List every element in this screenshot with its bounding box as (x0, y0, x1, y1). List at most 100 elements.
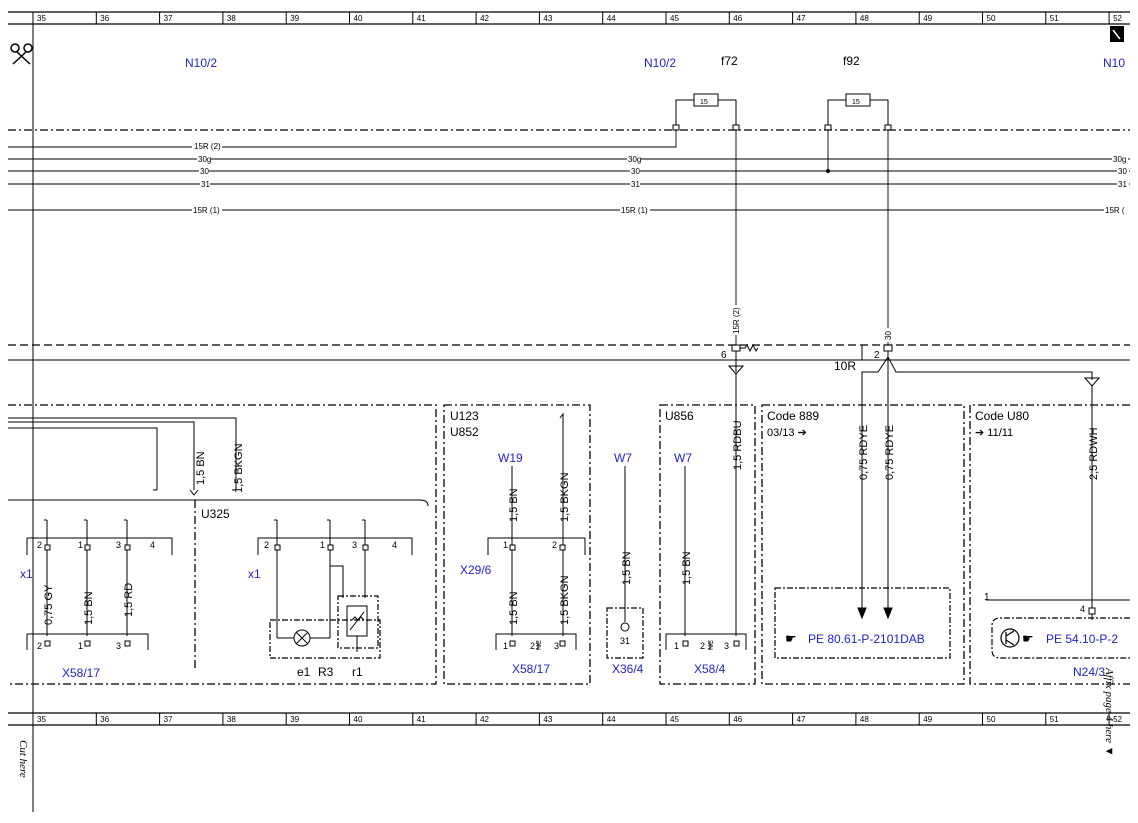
module-label-code889-ref[interactable]: 03/13 ➔ (767, 427, 807, 439)
top-ruler-column-number: 40 (354, 14, 363, 23)
bottom-ruler-column-number: 36 (100, 715, 109, 724)
bus-label-15r1-right: 15R ( (1105, 206, 1125, 215)
x1-u325-pin-1: 1 (320, 540, 325, 550)
connector-x1-u325 (257, 519, 413, 620)
top-ruler-column-number: 41 (417, 14, 426, 23)
wire-label-rd: 1,5 RD (123, 583, 135, 617)
code889-arrows (774, 587, 951, 659)
bottom-ruler-column-number: 47 (797, 715, 806, 724)
top-ruler-column-number: 51 (1050, 14, 1059, 23)
x58-17-mid-pin-2: 2 (530, 641, 535, 651)
x58-4-wires (665, 466, 747, 650)
x1-u325-pin-2: 2 (264, 540, 269, 550)
wire-label-bkgn-x29: 1,5 BKGN (559, 575, 571, 625)
module-label-u856: U856 (665, 409, 694, 423)
bottom-ruler-column-number: 43 (543, 715, 552, 724)
connector-6 (727, 343, 759, 566)
connector-label-x1-u325[interactable]: x1 (248, 567, 261, 581)
top-ruler-column-number: 45 (670, 14, 679, 23)
label-f72: f72 (721, 54, 738, 68)
x58-4-pin-1: 1 (674, 641, 679, 651)
pointer-hand-icon-2: ☛ (1022, 631, 1034, 646)
fuse-f92-value: 15 (852, 99, 860, 106)
u123-wires (487, 412, 586, 650)
wire-label-bkgn-u123: 1,5 BKGN (559, 472, 571, 522)
x58-17-mid-pin-3: 3 (554, 641, 559, 651)
bottom-ruler-column-number: 37 (164, 715, 173, 724)
bottom-ruler-column-number: 44 (607, 715, 616, 724)
pin-6: 6 (721, 350, 727, 361)
bottom-ruler-column-number: 39 (290, 715, 299, 724)
bus-label-30g-right: 30g (1113, 155, 1126, 164)
ground-label-w19[interactable]: W19 (498, 451, 523, 465)
wire-label-rdye-b: 0,75 RDYE (884, 425, 896, 480)
x58-17-left-pin-1: 1 (78, 641, 83, 651)
bus-label-31-right: 31 (1118, 180, 1127, 189)
ref-link-pe80[interactable]: PE 80.61-P-2101DAB (808, 632, 925, 646)
bottom-ruler-column-number: 51 (1050, 715, 1059, 724)
top-ruler-column-number: 35 (37, 14, 46, 23)
wire-label-bn-x29: 1,5 BN (508, 591, 520, 625)
connector-label-x36-4[interactable]: X36/4 (612, 662, 644, 676)
x58-17-mid-pin-1: 1 (503, 641, 508, 651)
bottom-ruler-column-number: 52 (1113, 715, 1122, 724)
label-n10-right[interactable]: N10 (1103, 56, 1125, 70)
connector-label-x58-17-left[interactable]: X58/17 (62, 666, 100, 680)
bottom-ruler-column-number: 50 (987, 715, 996, 724)
connector-label-x58-17-mid[interactable]: X58/17 (512, 662, 550, 676)
bottom-ruler (8, 712, 1130, 726)
wire-label-30: 30 (884, 331, 893, 340)
bus-label-30-left: 30 (200, 167, 209, 176)
x58-17-left-pin-2: 2 (37, 641, 42, 651)
pointer-hand-icon: ☛ (785, 631, 797, 646)
bus-lines (8, 130, 1130, 345)
bus-label-30-mid: 30 (631, 167, 640, 176)
fuse-terminals (672, 124, 892, 131)
module-label-u123: U123 (450, 409, 479, 423)
bottom-ruler-column-number: 38 (227, 715, 236, 724)
component-label-r1: r1 (352, 665, 363, 679)
x1-u325-pin-4: 4 (392, 540, 397, 550)
module-label-u325: U325 (201, 507, 230, 521)
connector-label-x58-4[interactable]: X58/4 (694, 662, 726, 676)
label-f92: f92 (843, 54, 860, 68)
label-n10-2-left[interactable]: N10/2 (185, 56, 217, 70)
bus-label-30-right: 30 (1118, 167, 1127, 176)
x36-4-pin-31: 31 (620, 636, 630, 646)
bus-label-15r2: 15R (2) (194, 142, 221, 151)
top-ruler-column-number: 37 (164, 14, 173, 23)
wire-label-gy: 0,75 GY (43, 584, 55, 625)
top-ruler-column-number: 49 (923, 14, 932, 23)
label-10r: 10R (834, 359, 856, 373)
top-ruler-column-number: 48 (860, 14, 869, 23)
fuse-f92 (827, 93, 889, 125)
ground-label-w7-b[interactable]: W7 (674, 451, 692, 465)
top-ruler-column-number: 44 (607, 14, 616, 23)
margin-cut-here: Cut here (17, 740, 29, 778)
wire-label-rdwh: 2,5 RDWH (1088, 427, 1100, 480)
codeu80-pin-1: 1 (984, 592, 990, 603)
component-label-r3: R3 (318, 665, 334, 679)
left-wires (8, 417, 429, 507)
wire-label-15r2: 15R (2) (732, 307, 741, 334)
top-ruler-column-number: 42 (480, 14, 489, 23)
label-n10-2-mid[interactable]: N10/2 (644, 56, 676, 70)
bus-label-30g-left: 30g (198, 155, 211, 164)
module-label-codeu80: Code U80 (975, 409, 1029, 423)
module-label-codeu80-ref[interactable]: ➔ 11/11 (975, 427, 1013, 439)
x58-17-left-pin-3: 3 (116, 641, 121, 651)
lamp-symbol-icon (276, 620, 331, 647)
x1-left-pin-3: 3 (116, 540, 121, 550)
component-label-n24-3[interactable]: N24/3 (1073, 665, 1105, 679)
bus-label-15r1-mid: 15R (1) (621, 206, 648, 215)
x1-left-pin-2: 2 (37, 540, 42, 550)
x1-left-pin-1: 1 (78, 540, 83, 550)
ground-label-w7-a[interactable]: W7 (614, 451, 632, 465)
connector-label-x1-left[interactable]: x1 (20, 567, 33, 581)
x58-4-nc: NC (708, 640, 715, 650)
ref-link-pe54[interactable]: PE 54.10-P-2 (1046, 632, 1118, 646)
bottom-ruler-column-number: 48 (860, 715, 869, 724)
pin-2: 2 (874, 350, 880, 361)
connector-label-x29-6[interactable]: X29/6 (460, 563, 492, 577)
